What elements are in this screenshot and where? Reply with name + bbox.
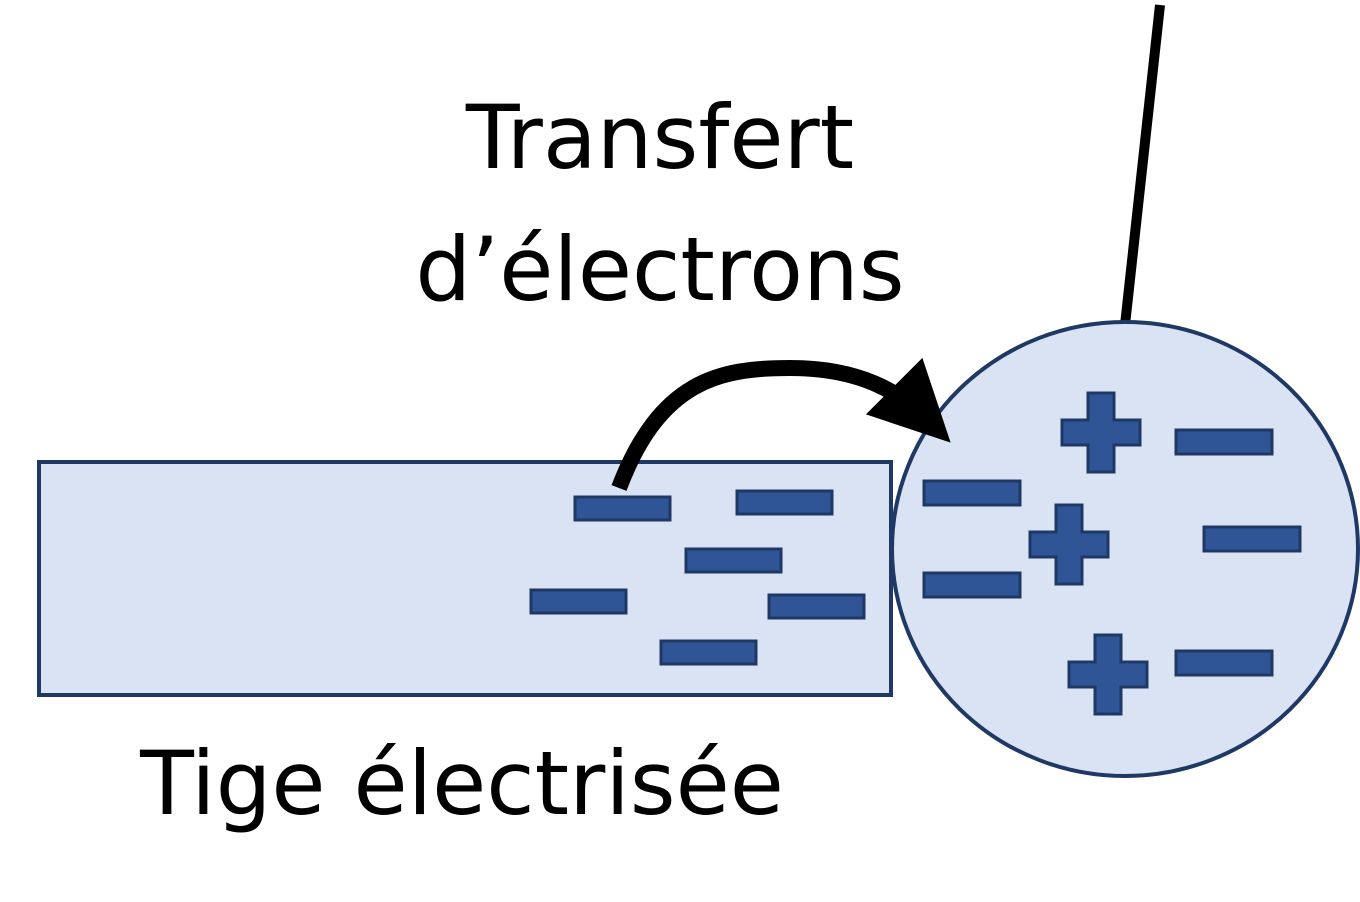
sphere-charges (922, 391, 1302, 716)
suspension-thread (1120, 4, 1165, 326)
negative-charge (922, 479, 1022, 507)
negative-charge (573, 495, 672, 522)
transfer-label-line2: d’électrons (415, 218, 905, 321)
negative-charge (767, 593, 866, 620)
transfer-label-line1: Transfert (465, 86, 855, 189)
rod-charges (529, 489, 866, 666)
rod-label: Tige électrisée (140, 732, 784, 835)
negative-charge (1174, 428, 1274, 456)
negative-charge (684, 547, 783, 574)
negative-charge (1174, 649, 1274, 677)
transfer-label: Transfert d’électrons (415, 72, 904, 336)
transfer-arrow (611, 357, 951, 491)
negative-charge (922, 571, 1022, 599)
positive-charge (1067, 633, 1149, 716)
negative-charge (659, 639, 758, 666)
negative-charge (529, 588, 628, 615)
positive-charge (1060, 391, 1142, 474)
negative-charge (735, 489, 834, 516)
positive-charge (1028, 503, 1110, 586)
negative-charge (1202, 525, 1302, 553)
